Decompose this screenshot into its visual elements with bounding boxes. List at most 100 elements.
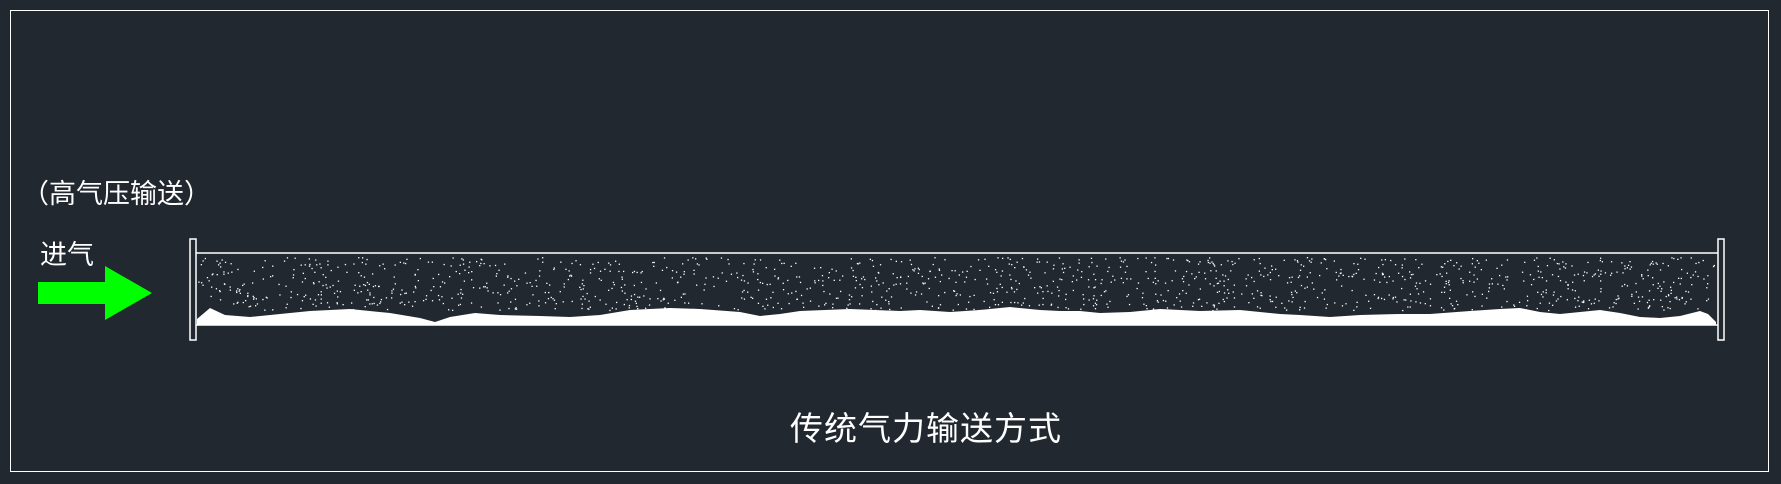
particle-dot — [1692, 274, 1694, 276]
particle-dot — [360, 291, 362, 293]
particle-dot — [255, 305, 257, 307]
particle-dot — [727, 258, 729, 261]
particle-dot — [872, 265, 875, 267]
particle-dot — [626, 299, 628, 301]
particle-dot — [1340, 268, 1342, 271]
particle-dot — [202, 260, 204, 262]
particle-dot — [369, 294, 371, 296]
particle-dot — [899, 283, 902, 285]
particle-dot — [1685, 290, 1687, 293]
particle-dot — [1369, 307, 1372, 309]
particle-dot — [888, 301, 890, 303]
particle-dot — [1466, 294, 1468, 296]
particle-dot — [777, 277, 780, 279]
particle-dot — [1633, 302, 1635, 304]
particle-dot — [828, 277, 830, 279]
particle-dot — [1271, 265, 1273, 267]
particle-dot — [1398, 272, 1400, 274]
particle-dot — [536, 285, 538, 287]
particle-dot — [1210, 270, 1212, 272]
particle-dot — [1647, 275, 1649, 277]
particle-dot — [1185, 292, 1187, 294]
particle-dot — [695, 258, 697, 260]
particle-dot — [1124, 271, 1127, 273]
particle-dot — [698, 264, 700, 266]
particle-dot — [1545, 280, 1548, 282]
particle-dot — [1451, 305, 1454, 307]
particle-dot — [1706, 287, 1708, 289]
particle-dot — [1424, 280, 1427, 282]
particle-dot — [247, 295, 249, 298]
particle-dot — [272, 309, 274, 311]
particle-dot — [229, 286, 231, 288]
particle-dot — [401, 289, 403, 291]
particle-dot — [962, 271, 964, 273]
particle-dot — [969, 295, 971, 298]
particle-dot — [1679, 283, 1681, 285]
particle-dot — [252, 282, 254, 284]
particle-dot — [400, 293, 402, 296]
particle-dot — [1415, 282, 1418, 284]
particle-dot — [861, 295, 863, 297]
particle-dot — [855, 276, 857, 278]
particle-dot — [1100, 282, 1102, 285]
particle-dot — [649, 298, 651, 300]
particle-dot — [1191, 273, 1193, 275]
particle-dot — [892, 273, 894, 275]
particle-dot — [941, 274, 943, 276]
particle-dot — [717, 277, 719, 279]
particle-dot — [986, 283, 989, 285]
particle-dot — [367, 299, 369, 301]
particle-dot — [906, 288, 908, 290]
particle-dot — [752, 268, 754, 271]
particle-dot — [1053, 264, 1055, 266]
right-arrow-icon — [38, 266, 152, 320]
particle-dot — [772, 306, 774, 309]
particle-dot — [239, 292, 241, 294]
particle-dot — [737, 309, 739, 311]
particle-dot — [1611, 272, 1613, 274]
particle-dot — [777, 278, 779, 280]
particle-dot — [579, 264, 582, 266]
particle-dot — [439, 286, 442, 288]
particle-dot — [1222, 298, 1224, 301]
particle-dot — [1441, 291, 1443, 293]
particle-dot — [1286, 282, 1289, 284]
particle-dot — [859, 283, 861, 286]
particle-dot — [325, 276, 327, 278]
particle-dot — [265, 296, 267, 298]
particle-dot — [1407, 306, 1409, 308]
particle-dot — [1009, 274, 1011, 276]
particle-dot — [1303, 307, 1306, 309]
particle-dot — [1460, 277, 1462, 280]
particle-dot — [430, 289, 432, 292]
particle-dot — [624, 284, 626, 286]
particle-dot — [1538, 276, 1540, 278]
particle-dot — [759, 259, 762, 261]
particle-dot — [353, 263, 355, 265]
particle-dot — [1286, 309, 1288, 311]
particle-dot — [272, 265, 274, 267]
particle-dot — [1231, 260, 1233, 263]
particle-dot — [909, 259, 911, 261]
particle-dot — [516, 285, 518, 287]
particle-dot — [1436, 274, 1438, 276]
particle-dot — [1309, 272, 1311, 274]
particle-dot — [1388, 275, 1390, 278]
particle-dot — [762, 305, 764, 307]
particle-dot — [1270, 300, 1272, 303]
particle-dot — [508, 307, 510, 310]
particle-dot — [285, 307, 287, 309]
particle-dot — [304, 277, 306, 280]
particle-dot — [1271, 269, 1273, 271]
particle-dot — [252, 295, 254, 297]
particle-dot — [1363, 278, 1365, 280]
particle-dot — [555, 303, 557, 305]
particle-dot — [1269, 295, 1271, 297]
particle-dot — [1110, 281, 1112, 283]
particle-dot — [1667, 265, 1669, 267]
particle-dot — [1440, 307, 1443, 309]
particle-dot — [928, 287, 930, 290]
particle-dot — [599, 270, 602, 272]
particle-dot — [1002, 257, 1004, 259]
